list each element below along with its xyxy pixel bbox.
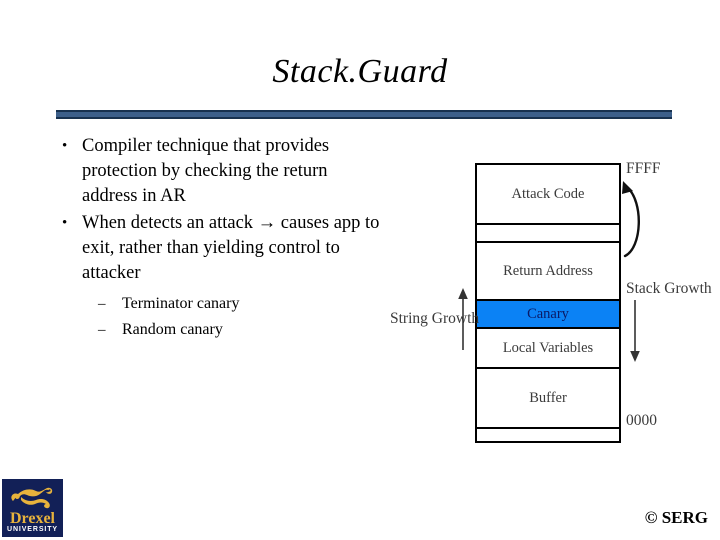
stack-row-buffer: Buffer <box>477 367 619 429</box>
bullet-text: Compiler technique that provides protect… <box>82 136 330 206</box>
list-item: • When detects an attack → causes app to… <box>56 211 386 286</box>
drexel-university-logo: Drexel UNIVERSITY <box>2 479 63 537</box>
sub-bullet-text: Terminator canary <box>122 295 240 312</box>
list-item: – Random canary <box>98 318 386 342</box>
page-title: Stack.Guard <box>272 53 448 90</box>
stack-row-canary: Canary <box>477 299 619 329</box>
dragon-icon <box>11 487 53 509</box>
string-growth-label: String Growth <box>390 310 480 327</box>
arrow-down-icon <box>630 300 640 362</box>
sub-bullet-text: Random canary <box>122 321 223 338</box>
title-divider <box>56 110 672 119</box>
sub-bullet-list: – Terminator canary – Random canary <box>98 292 386 342</box>
list-item: • Compiler technique that provides prote… <box>56 134 386 209</box>
stack-layout-diagram: Attack Code Return Address Canary Local … <box>390 150 712 460</box>
logo-wordmark: Drexel <box>9 510 55 527</box>
list-item: – Terminator canary <box>98 292 386 316</box>
stack-row-gap <box>477 223 619 243</box>
dash-marker-icon: – <box>98 322 106 338</box>
stack-growth-label: Stack Growth <box>626 280 712 297</box>
copyright-notice: © SERG <box>644 508 708 527</box>
dash-marker-icon: – <box>98 296 106 312</box>
address-label-bottom: 0000 <box>626 412 657 429</box>
stack-row-local-variables: Local Variables <box>477 327 619 369</box>
bullet-list: • Compiler technique that provides prote… <box>56 134 386 344</box>
address-label-top: FFFF <box>626 160 661 177</box>
arrow-up-icon <box>458 288 468 350</box>
bullet-marker-icon: • <box>62 138 68 154</box>
bullet-text: When detects an attack → causes app to e… <box>82 213 380 283</box>
bullet-marker-icon: • <box>62 215 68 231</box>
logo-subword: UNIVERSITY <box>6 526 58 533</box>
stack-row-attack-code: Attack Code <box>477 163 619 225</box>
stack-row-bottom <box>477 427 619 443</box>
stack-row-return-address: Return Address <box>477 241 619 301</box>
stack-memory-box: Attack Code Return Address Canary Local … <box>475 163 621 443</box>
return-jump-curved-arrow-icon <box>622 181 640 258</box>
